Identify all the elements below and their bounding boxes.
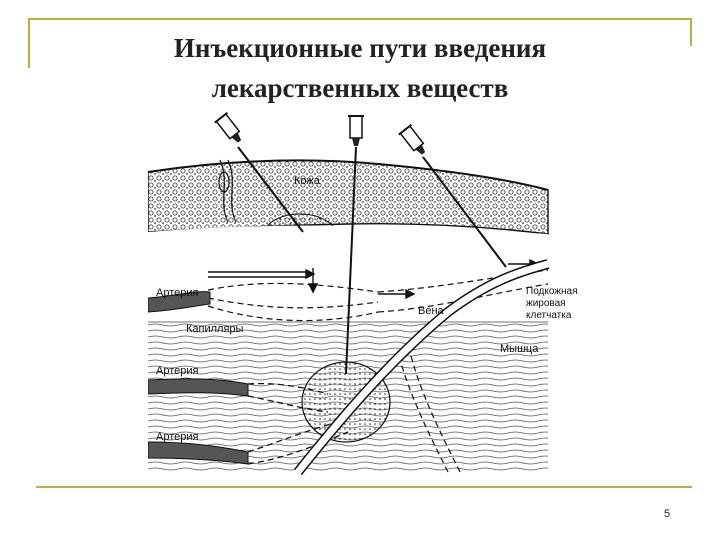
label-vein: Вена	[418, 305, 445, 317]
needle-paths	[237, 146, 507, 375]
syringe-icon	[348, 115, 364, 146]
hair-follicle	[218, 159, 237, 223]
label-muscle: Мышца	[500, 343, 539, 355]
artery-bottom	[148, 421, 349, 465]
label-subcutaneous-2: жировая	[526, 298, 566, 309]
diagram-labels: Кожа Артерия Капилляры Вена Подкожная жи…	[156, 175, 578, 443]
injection-routes-diagram: Кожа Артерия Капилляры Вена Подкожная жи…	[148, 112, 578, 476]
vein-white-path	[294, 259, 550, 476]
syringe-icon	[398, 123, 426, 155]
artery-middle	[148, 378, 329, 413]
slide-title-line-2: лекарственных веществ	[211, 73, 509, 103]
label-artery-bottom: Артерия	[156, 431, 199, 443]
page-number: 5	[664, 508, 671, 520]
label-artery-middle: Артерия	[156, 365, 199, 377]
label-subcutaneous-1: Подкожная	[526, 286, 578, 297]
frame-right-line	[690, 18, 692, 46]
label-capillaries: Капилляры	[186, 323, 244, 335]
label-subcutaneous-3: клетчатка	[526, 310, 572, 321]
frame-top-line	[28, 18, 692, 20]
label-artery-top: Артерия	[156, 287, 199, 299]
subcutaneous-layer	[148, 225, 548, 322]
slide-title-line-1: Инъекционные пути введения	[173, 33, 547, 63]
artery-top	[148, 291, 211, 313]
skin-layer	[148, 159, 549, 235]
label-skin: Кожа	[294, 175, 321, 187]
slide-title: Инъекционные пути введения лекарственных…	[60, 28, 660, 108]
footer-line	[36, 486, 692, 488]
frame-left-line	[28, 18, 30, 68]
syringe-icon	[214, 112, 242, 143]
